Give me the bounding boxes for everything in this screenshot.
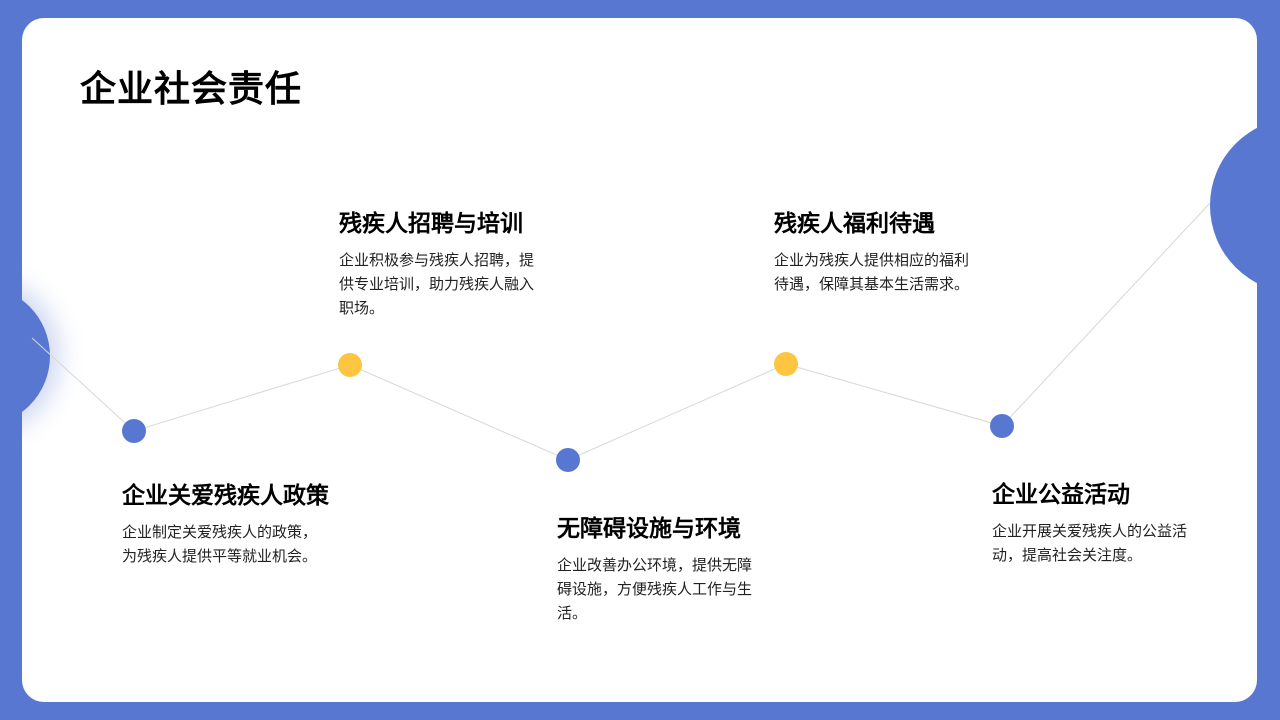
timeline-line	[31, 202, 1211, 461]
item-title: 企业公益活动	[992, 482, 1130, 508]
item-description: 企业开展关爱残疾人的公益活动，提高社会关注度。	[992, 522, 1188, 564]
timeline-dot-4	[774, 352, 798, 376]
item-description: 企业制定关爱残疾人的政策，为残疾人提供平等就业机会。	[122, 523, 318, 565]
item-description: 企业为残疾人提供相应的福利待遇，保障其基本生活需求。	[774, 251, 970, 293]
timeline-item-policy: 企业关爱残疾人政策 企业制定关爱残疾人的政策，为残疾人提供平等就业机会。	[122, 476, 329, 568]
item-description: 企业改善办公环境，提供无障碍设施，方便残疾人工作与生活。	[557, 556, 753, 622]
page-title: 企业社会责任	[80, 69, 303, 110]
item-title: 残疾人福利待遇	[774, 211, 935, 237]
timeline-item-welfare: 残疾人福利待遇 企业为残疾人提供相应的福利待遇，保障其基本生活需求。	[774, 204, 974, 296]
timeline-dot-5	[990, 414, 1014, 438]
timeline-dot-1	[122, 419, 146, 443]
slide-card: 企业社会责任 企业关爱残疾人政策 企业制定关爱残疾人的政策，为残疾人提供平等就业…	[22, 18, 1257, 702]
timeline-dot-3	[556, 448, 580, 472]
item-title: 无障碍设施与环境	[557, 516, 741, 542]
timeline-item-charity: 企业公益活动 企业开展关爱残疾人的公益活动，提高社会关注度。	[992, 475, 1192, 567]
item-description: 企业积极参与残疾人招聘，提供专业培训，助力残疾人融入职场。	[339, 251, 535, 317]
item-title: 残疾人招聘与培训	[339, 211, 523, 237]
timeline-item-accessibility: 无障碍设施与环境 企业改善办公环境，提供无障碍设施，方便残疾人工作与生活。	[557, 509, 757, 625]
item-title: 企业关爱残疾人政策	[122, 483, 329, 509]
timeline-dot-2	[338, 353, 362, 377]
timeline-item-recruitment: 残疾人招聘与培训 企业积极参与残疾人招聘，提供专业培训，助力残疾人融入职场。	[339, 204, 539, 320]
